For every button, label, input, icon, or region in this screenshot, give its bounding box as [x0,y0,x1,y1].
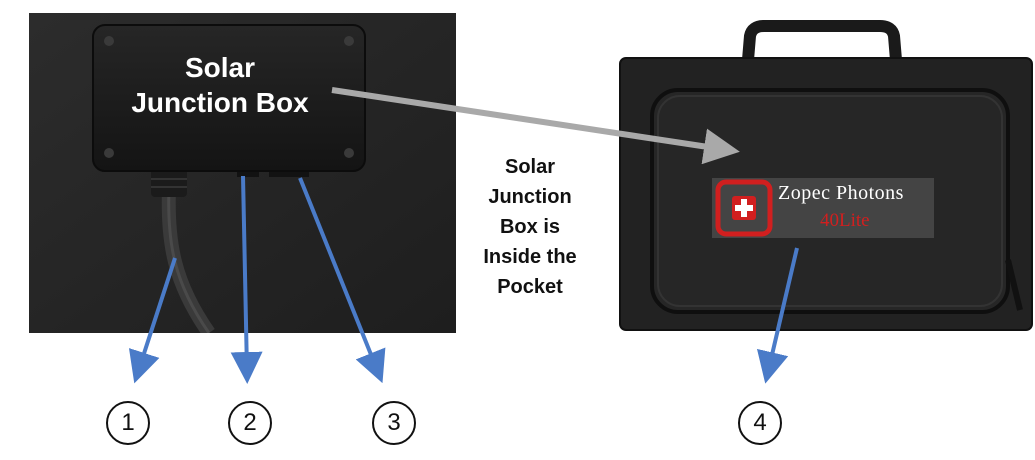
gray-arrow-junction-to-pocket [331,87,740,165]
zipper [1005,259,1023,311]
bag-brand: Zopec Photons 40Lite [714,180,934,238]
callout-text: Solar Junction Box is Inside the Pocket [455,152,605,302]
bag-handle [742,20,902,61]
screw-icon [344,36,354,46]
marker-3: 3 [372,401,416,445]
callout-line: Inside the [483,246,577,268]
screw-icon [104,36,114,46]
arrow-1 [128,257,177,384]
red-cross-logo-icon [715,179,773,237]
arrow-2 [230,175,263,384]
screw-icon [344,148,354,158]
screw-icon [104,148,114,158]
junction-box-illustration [29,13,456,333]
junction-box-photo [29,13,456,333]
junction-box-label: Solar Junction Box [92,50,348,120]
junction-box-label-line1: Solar [184,52,256,83]
bag-brand-name: Zopec Photons [778,182,904,204]
callout-line: Pocket [497,276,563,298]
arrow-4 [756,247,799,384]
callout-line: Junction [488,186,572,208]
callout-line: Solar [504,156,556,178]
solar-bag-illustration [619,20,1033,331]
marker-4: 4 [738,401,782,445]
bag-model: 40Lite [820,210,870,231]
junction-box-label-line2: Junction Box [131,87,309,118]
arrow-3 [298,177,386,384]
marker-1: 1 [106,401,150,445]
callout-line: Box is [499,216,561,238]
marker-2: 2 [228,401,272,445]
